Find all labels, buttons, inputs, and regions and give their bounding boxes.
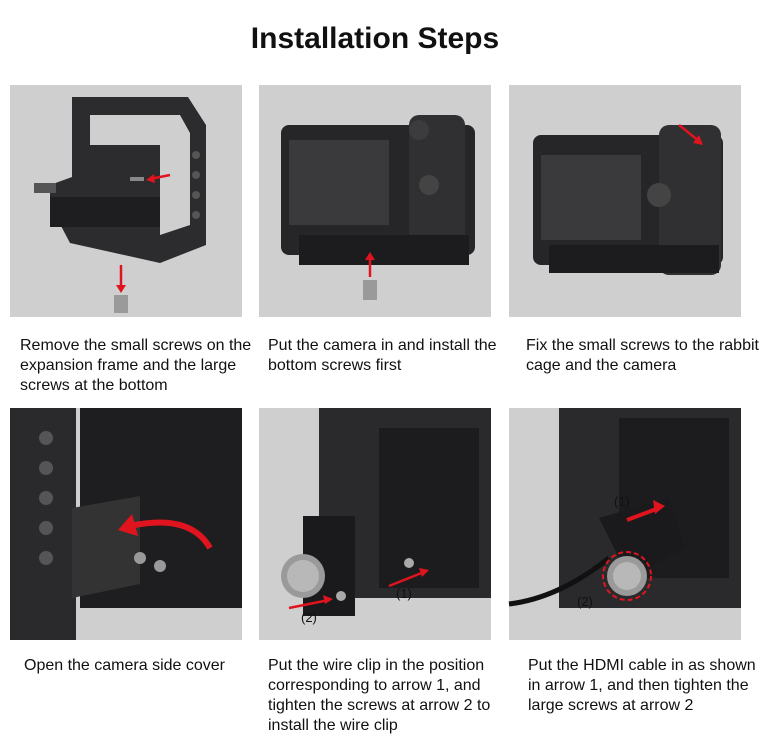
step-6-caption: Put the HDMI cable in as shown in arrow … <box>528 657 756 714</box>
page-title: Installation Steps <box>250 22 500 55</box>
step-6-label-1: (1) <box>614 494 630 509</box>
step-6-image: (1) (2) <box>508 408 741 640</box>
step-5-caption: Put the wire clip in the position corres… <box>268 657 491 734</box>
step-1-image <box>10 85 242 317</box>
step-6-label-2: (2) <box>577 594 593 609</box>
step-5-label-2: (2) <box>301 610 317 625</box>
red-arrow-icon <box>129 519 213 550</box>
step-3-image <box>509 85 741 317</box>
step-4-caption: Open the camera side cover <box>24 657 225 674</box>
step-2-caption: Put the camera in and install the bottom… <box>268 337 497 374</box>
step-2-image <box>259 85 491 317</box>
step-1-caption: Remove the small screws on the expansion… <box>20 337 252 394</box>
step-3-caption: Fix the small screws to the rabbit cage … <box>526 337 759 374</box>
step-5-image: (1) (2) <box>259 408 491 640</box>
step-4-image <box>10 408 242 640</box>
step-5-label-1: (1) <box>396 586 412 601</box>
